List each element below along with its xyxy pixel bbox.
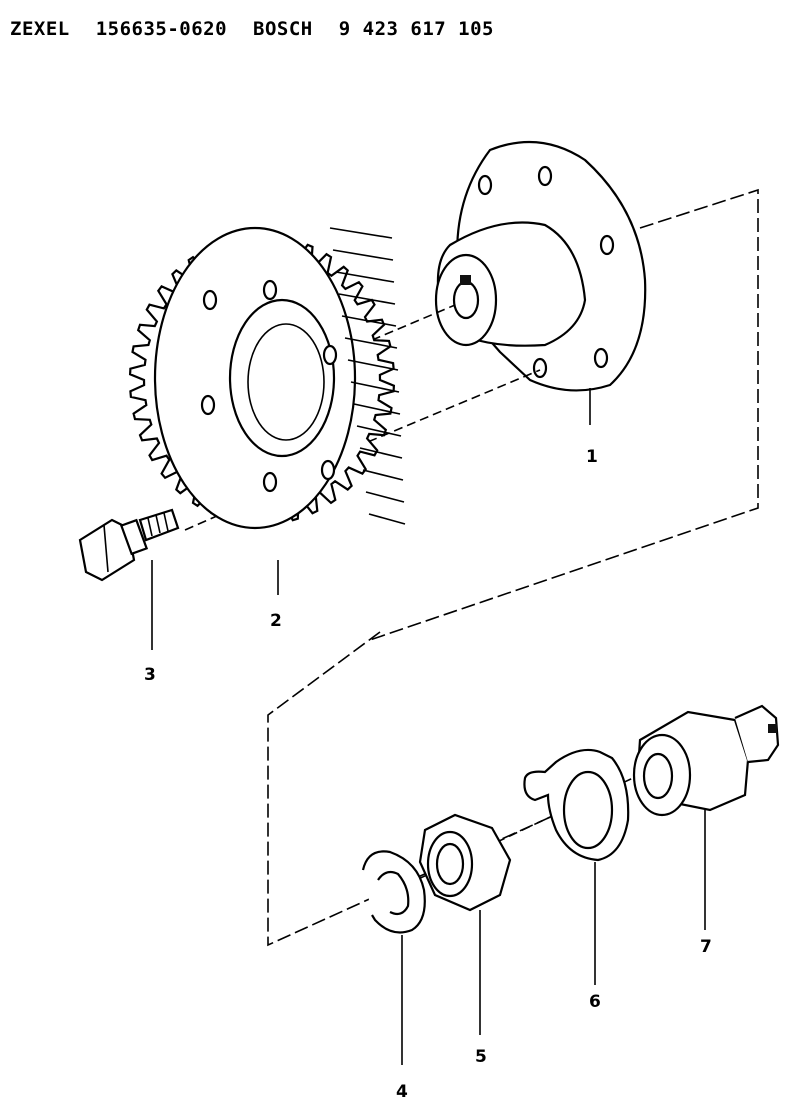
callout-6: 6: [589, 992, 601, 1012]
bosch-part-number: 9 423 617 105: [338, 18, 494, 40]
gear-tooth-rib: [338, 293, 396, 305]
split-washer: [361, 850, 426, 1065]
zexel-part-number: 156635-0620: [95, 18, 228, 40]
gear-tooth-rib: [362, 469, 404, 481]
gear-tooth-rib: [332, 249, 394, 261]
gear-tooth-rib: [359, 447, 403, 459]
callout-7: 7: [700, 937, 712, 957]
callout-labels: 1 2 3 4 5 6 7: [144, 447, 712, 1102]
gear-bolt-hole: [202, 289, 218, 311]
gear-tooth-rib: [335, 271, 395, 283]
gear-tooth-rib: [347, 359, 399, 371]
gear-bolt-hole: [262, 279, 278, 301]
gear-bolt-hole: [322, 344, 338, 366]
gear-bolt-hole: [262, 471, 278, 493]
callout-5: 5: [475, 1047, 487, 1067]
gear-bolt-hole: [200, 394, 216, 416]
callout-3: 3: [144, 665, 156, 685]
gear-tooth-rib: [353, 403, 401, 415]
threaded-fitting: [632, 704, 780, 930]
hex-nut: [418, 813, 512, 1035]
callout-4: 4: [396, 1082, 408, 1102]
gear-tooth-rib: [329, 227, 393, 239]
hex-bolt: [78, 508, 180, 650]
hub-flange: [434, 140, 647, 425]
gear-tooth-rib: [365, 491, 405, 503]
brand-zexel: ZEXEL: [10, 18, 70, 40]
gear-bolt-hole: [320, 459, 336, 481]
gear-tooth-rib: [368, 513, 406, 525]
part-number-header: ZEXEL 156635-0620 BOSCH 9 423 617 105: [10, 18, 494, 40]
gear-tooth-rib: [344, 337, 398, 349]
gear-tooth-rib: [356, 425, 402, 437]
gear-tooth-rib: [341, 315, 397, 327]
callout-2: 2: [270, 611, 282, 631]
brand-bosch: BOSCH: [253, 18, 313, 40]
callout-1: 1: [586, 447, 598, 467]
drive-gear: [128, 226, 406, 595]
upper-assembly-bracket: [369, 188, 759, 641]
gear-tooth-rib: [350, 381, 400, 393]
tab-washer: [523, 748, 630, 985]
